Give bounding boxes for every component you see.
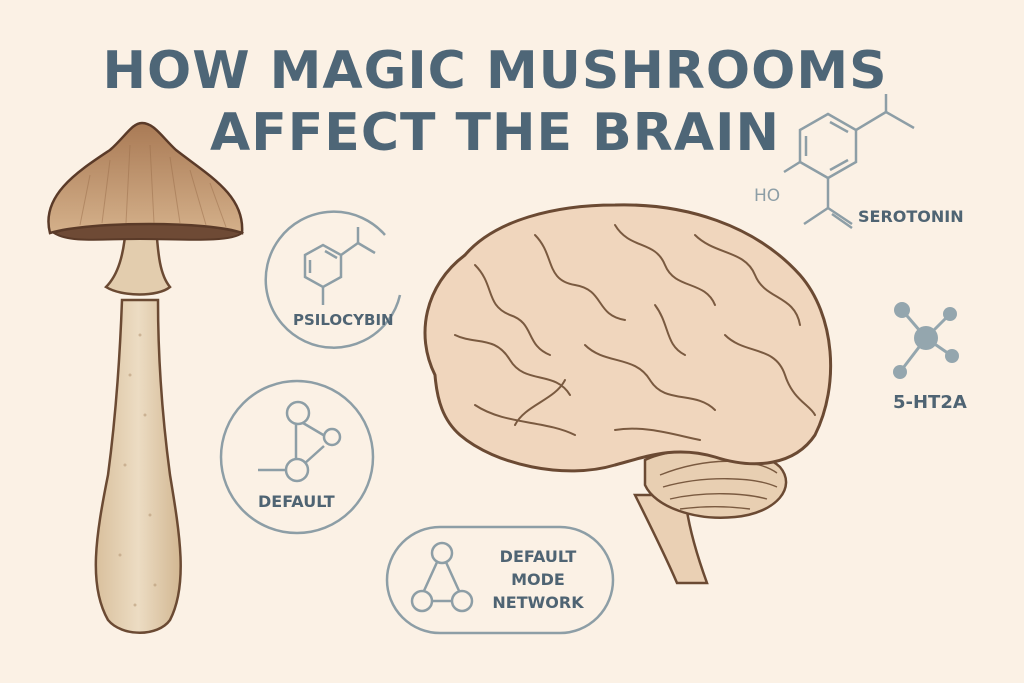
receptor-icon [893, 302, 959, 379]
title-line-1: HOW MAGIC MUSHROOMS [102, 41, 888, 101]
serotonin-label: SEROTONIN [858, 207, 964, 226]
serotonin-molecule-icon [783, 94, 915, 230]
receptor-label: 5-HT2A [893, 392, 967, 413]
psilocybin-icon [264, 210, 402, 349]
dmn-line-2: MODE [511, 570, 565, 589]
psilocybin-label: PSILOCYBIN [293, 311, 394, 329]
default-label: DEFAULT [258, 492, 335, 511]
title-line-2: AFFECT THE BRAIN [210, 103, 780, 163]
dmn-label: DEFAULT MODE NETWORK [478, 545, 598, 614]
brain-icon [423, 203, 833, 585]
dmn-line-3: NETWORK [492, 593, 584, 612]
default-mode-network-icon [385, 525, 615, 635]
page-title: HOW MAGIC MUSHROOMS AFFECT THE BRAIN [0, 40, 990, 164]
dmn-line-1: DEFAULT [499, 547, 577, 566]
default-network-icon [219, 379, 375, 535]
mushroom-icon [47, 121, 245, 634]
hydroxyl-label: HO [754, 186, 781, 206]
